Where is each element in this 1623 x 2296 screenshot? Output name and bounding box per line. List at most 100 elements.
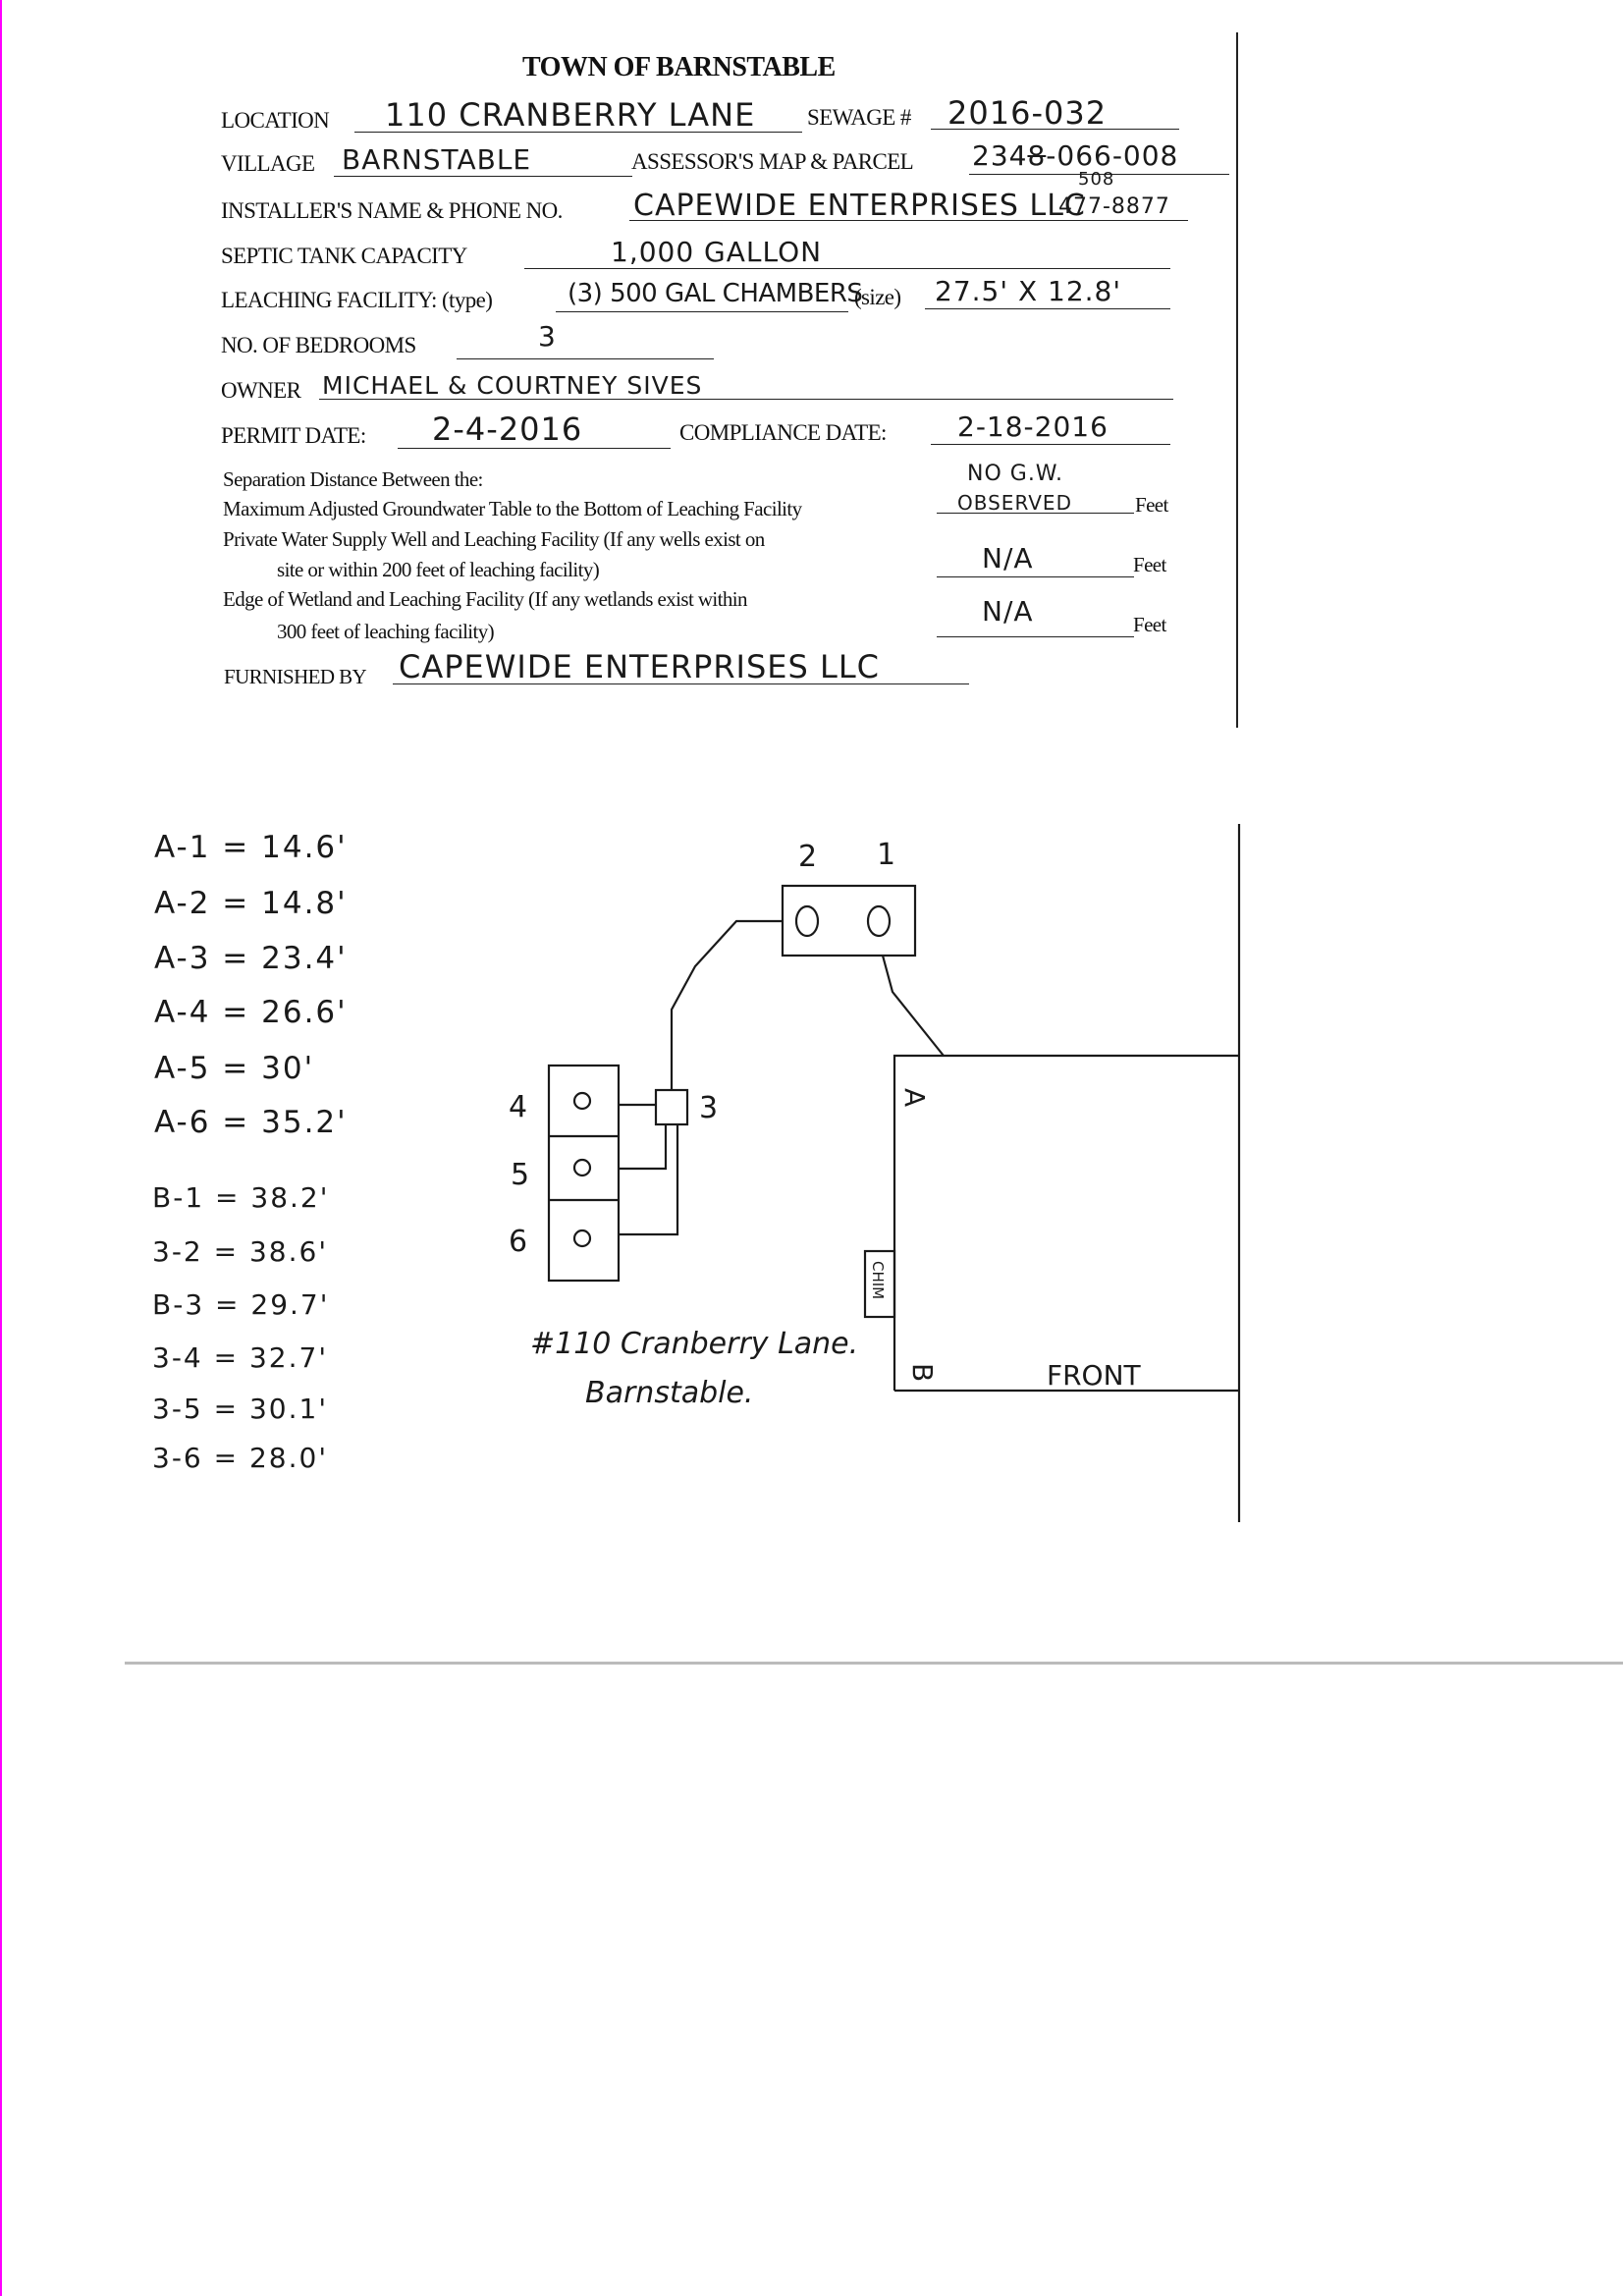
bedrooms-value[interactable]: 3 (538, 320, 557, 353)
installer-line (629, 220, 1188, 221)
furnished-by-value[interactable]: CAPEWIDE ENTERPRISES LLC (399, 648, 880, 685)
parcel-value[interactable]: 2348-066-008 (972, 139, 1178, 172)
location-label: LOCATION (221, 108, 330, 133)
pipe-to-chamber-6 (619, 1124, 679, 1236)
installer-phone[interactable]: 477-8877 (1058, 194, 1170, 219)
groundwater-value-line1[interactable]: NO G.W. (967, 462, 1064, 486)
outlet-pipe (670, 919, 783, 1090)
measurement: A-2 = 14.8' (154, 886, 348, 921)
wetland-label-line2: 300 feet of leaching facility) (277, 620, 495, 643)
leaching-type-value[interactable]: (3) 500 GAL CHAMBERS (568, 279, 863, 308)
well-label-line1: Private Water Supply Well and Leaching F… (223, 527, 765, 551)
measurement: B-3 = 29.7' (152, 1288, 330, 1321)
leaching-size-label: (size) (854, 285, 901, 309)
owner-label: OWNER (221, 378, 301, 403)
parcel-label: ASSESSOR'S MAP & PARCEL (631, 149, 914, 174)
bedrooms-line (457, 358, 714, 359)
chamber-label-6: 6 (509, 1225, 527, 1259)
parcel-struck-digit: 8 (1027, 139, 1047, 172)
bedrooms-label: NO. OF BEDROOMS (221, 333, 416, 357)
measurement: A-5 = 30' (154, 1051, 315, 1086)
scan-edge (0, 0, 2, 2296)
chamber-5-port (572, 1158, 592, 1177)
installer-area-code: 508 (1078, 169, 1115, 190)
septic-line (524, 268, 1170, 269)
dbox-label-3: 3 (699, 1091, 718, 1125)
location-value[interactable]: 110 CRANBERRY LANE (385, 96, 756, 134)
compliance-date-line (931, 444, 1170, 445)
groundwater-label: Maximum Adjusted Groundwater Table to th… (223, 497, 802, 520)
measurement: 3-4 = 32.7' (152, 1341, 329, 1374)
groundwater-value-line2[interactable]: OBSERVED (957, 491, 1072, 515)
compliance-date-value[interactable]: 2-18-2016 (957, 410, 1109, 443)
permit-date-line (398, 448, 671, 449)
owner-line (319, 399, 1173, 400)
owner-value[interactable]: MICHAEL & COURTNEY SIVES (322, 371, 703, 400)
village-value[interactable]: BARNSTABLE (342, 143, 532, 176)
measurement: A-4 = 26.6' (154, 995, 348, 1030)
well-unit: Feet (1133, 553, 1166, 576)
measurement: 3-6 = 28.0' (152, 1442, 329, 1474)
furnished-by-line (393, 683, 969, 684)
well-value[interactable]: N/A (982, 542, 1034, 574)
corner-a-label: A (898, 1088, 931, 1107)
village-label: VILLAGE (221, 151, 315, 176)
caption-line1: #110 Cranberry Lane. (530, 1327, 858, 1361)
chimney-label: CHIM (869, 1261, 887, 1299)
house-outline (893, 1054, 1239, 1391)
form-right-border (1236, 32, 1238, 728)
form-title: TOWN OF BARNSTABLE (522, 52, 836, 82)
chamber-6-port (572, 1229, 592, 1248)
permit-date-value[interactable]: 2-4-2016 (432, 410, 583, 448)
well-label-line2: site or within 200 feet of leaching faci… (277, 558, 600, 581)
inlet-pipe (881, 955, 945, 1057)
scan-bottom-edge (125, 1662, 1623, 1665)
chamber-label-5: 5 (511, 1158, 529, 1192)
septic-label: SEPTIC TANK CAPACITY (221, 244, 467, 268)
well-line (937, 576, 1134, 577)
sewage-label: SEWAGE # (807, 105, 911, 130)
measurement: 3-2 = 38.6' (152, 1235, 329, 1268)
groundwater-unit: Feet (1135, 493, 1168, 517)
wetland-value[interactable]: N/A (982, 595, 1034, 628)
front-label: FRONT (1047, 1359, 1142, 1392)
parcel-line (969, 174, 1229, 175)
wetland-line (937, 636, 1134, 637)
measurement: A-6 = 35.2' (154, 1105, 348, 1140)
tank-label-2: 2 (798, 840, 817, 874)
leaching-chambers (547, 1064, 621, 1283)
leaching-type-line (556, 311, 848, 312)
chimney (863, 1249, 896, 1319)
sewage-line (931, 129, 1179, 130)
tank-label-1: 1 (877, 838, 895, 872)
leaching-size-line (925, 308, 1170, 309)
septic-tank (781, 884, 917, 957)
pipe-to-chamber-5 (619, 1124, 668, 1171)
parcel-prefix: 234 (972, 139, 1028, 172)
measurement: B-1 = 38.2' (152, 1181, 330, 1214)
measurement: A-3 = 23.4' (154, 941, 348, 976)
chamber-label-4: 4 (509, 1090, 527, 1124)
tank-cover-1 (866, 904, 892, 938)
distribution-box (654, 1088, 689, 1126)
corner-b-label: B (906, 1363, 939, 1382)
leaching-size-value[interactable]: 27.5' X 12.8' (935, 275, 1122, 307)
furnished-by-label: FURNISHED BY (224, 665, 367, 688)
measurement: 3-5 = 30.1' (152, 1393, 329, 1425)
location-line (354, 132, 802, 133)
installer-label: INSTALLER'S NAME & PHONE NO. (221, 198, 563, 223)
compliance-date-label: COMPLIANCE DATE: (679, 420, 887, 445)
installer-value[interactable]: CAPEWIDE ENTERPRISES LLC (633, 189, 1086, 223)
chamber-4-port (572, 1091, 592, 1111)
separation-heading: Separation Distance Between the: (223, 467, 483, 491)
permit-date-label: PERMIT DATE: (221, 423, 366, 448)
sewage-value[interactable]: 2016-032 (947, 94, 1108, 132)
parcel-suffix: -066-008 (1046, 139, 1179, 172)
leaching-label: LEACHING FACILITY: (type) (221, 288, 493, 312)
groundwater-line (937, 513, 1134, 514)
tank-cover-2 (794, 904, 820, 938)
septic-value[interactable]: 1,000 GALLON (611, 236, 823, 268)
village-line (334, 176, 632, 177)
measurement: A-1 = 14.6' (154, 830, 348, 865)
